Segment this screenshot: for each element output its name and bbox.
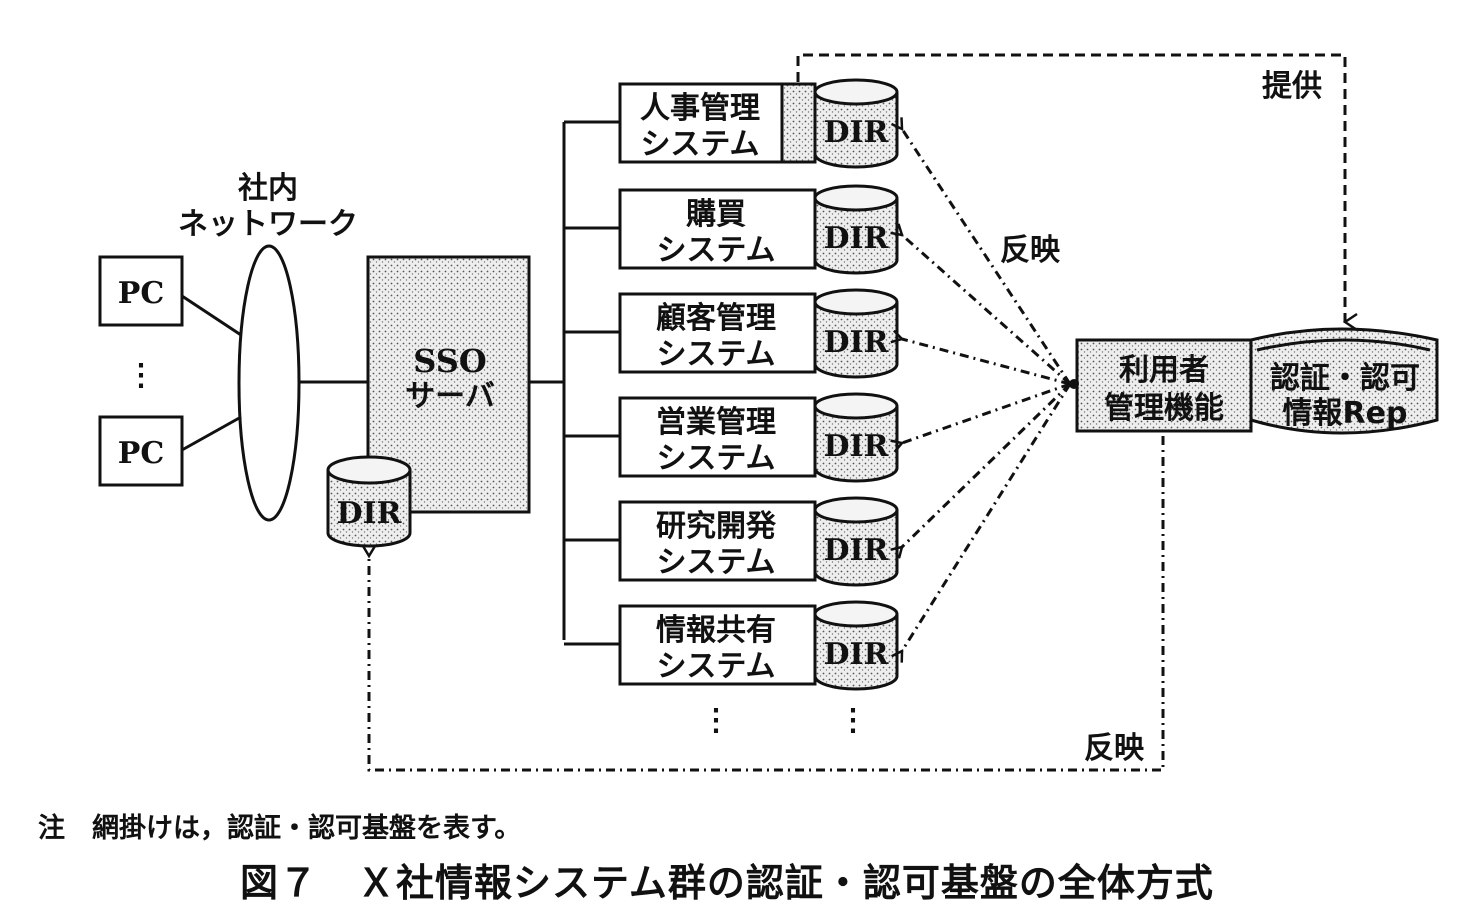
reflect-label-bottom: 反映 xyxy=(1084,731,1144,766)
dir-cylinder: DIR xyxy=(813,184,899,275)
system-label-line1: 購買 xyxy=(686,197,746,232)
dir-cylinder: DIR xyxy=(813,600,899,691)
reflect-arrow xyxy=(902,382,1072,547)
sso-server-label-line1: SSO xyxy=(413,342,486,380)
sso-server: SSO サーバ xyxy=(366,255,531,514)
reflect-arrow xyxy=(902,235,1071,386)
auth-repository: 認証・認可 情報Rep xyxy=(1249,327,1439,435)
dir-label: DIR xyxy=(824,429,890,464)
pc-node: PC xyxy=(98,415,184,487)
system-box xyxy=(618,188,817,270)
reflect-arrow xyxy=(902,382,1071,443)
dir-label: DIR xyxy=(337,496,403,531)
dir-cylinder: DIR xyxy=(813,78,899,169)
dir-cylinder: DIR xyxy=(813,392,899,483)
system-label-line2: システム xyxy=(656,441,775,476)
system-box xyxy=(618,500,817,582)
system-label-line2: システム xyxy=(656,337,775,372)
system-box xyxy=(618,604,817,686)
diagram-note: 注 網掛けは，認証・認可基盤を表す。 xyxy=(38,813,522,844)
pc-link xyxy=(181,294,242,337)
pc-label: PC xyxy=(118,436,164,471)
network-label-line1: 社内 xyxy=(238,171,298,206)
systems-ellipsis: ⋮ xyxy=(701,703,731,738)
system-box xyxy=(618,396,817,478)
reflect-arrow xyxy=(902,383,1072,651)
network-label-line2: ネットワーク xyxy=(178,207,358,242)
pc-label: PC xyxy=(118,276,164,311)
pc-link xyxy=(181,415,242,452)
system-label-line1: 研究開発 xyxy=(656,509,777,544)
dir-label: DIR xyxy=(824,637,890,672)
reflect-arrows xyxy=(902,129,1072,651)
sso-dir-cylinder: DIR xyxy=(326,455,412,548)
dir-label: DIR xyxy=(824,115,890,150)
user-mgmt-label-line1: 利用者 xyxy=(1119,353,1209,388)
pc-node: PC xyxy=(98,255,184,327)
system-label-line2: システム xyxy=(656,545,775,580)
network-ellipse xyxy=(237,244,301,522)
system-label-line2: システム xyxy=(640,127,759,162)
dir-label: DIR xyxy=(824,533,890,568)
dir-label: DIR xyxy=(824,221,890,256)
reflect-label-top: 反映 xyxy=(1000,233,1060,268)
system-box xyxy=(618,292,817,374)
user-mgmt-label-line2: 管理機能 xyxy=(1104,391,1224,426)
system-label-line2: システム xyxy=(656,649,775,684)
user-management-function: 利用者 管理機能 xyxy=(1069,338,1253,433)
system-label-line1: 顧客管理 xyxy=(656,301,776,336)
provide-flow-line xyxy=(796,53,1345,322)
shaded-strip xyxy=(780,82,817,164)
dir-cylinder: DIR xyxy=(813,496,899,587)
reflect-arrow xyxy=(902,129,1072,385)
figure-caption: 図７ Ｘ社情報システム群の認証・認可基盤の全体方式 xyxy=(240,861,1214,905)
dir-label: DIR xyxy=(824,325,890,360)
auth-repo-label-line2: 情報Rep xyxy=(1283,396,1408,431)
auth-repo-label-line1: 認証・認可 xyxy=(1270,361,1420,396)
dir-cylinder: DIR xyxy=(813,288,899,379)
system-label-line1: 人事管理 xyxy=(640,91,760,126)
system-label-line1: 情報共有 xyxy=(656,613,776,648)
system-label-line1: 営業管理 xyxy=(656,405,776,440)
provide-label: 提供 xyxy=(1262,69,1322,104)
system-label-line2: システム xyxy=(656,233,775,268)
sso-server-label-line2: サーバ xyxy=(405,379,495,414)
dir-ellipsis: ⋮ xyxy=(838,703,868,738)
pc-ellipsis: ⋮ xyxy=(126,358,156,393)
reflect-arrow xyxy=(902,339,1071,386)
